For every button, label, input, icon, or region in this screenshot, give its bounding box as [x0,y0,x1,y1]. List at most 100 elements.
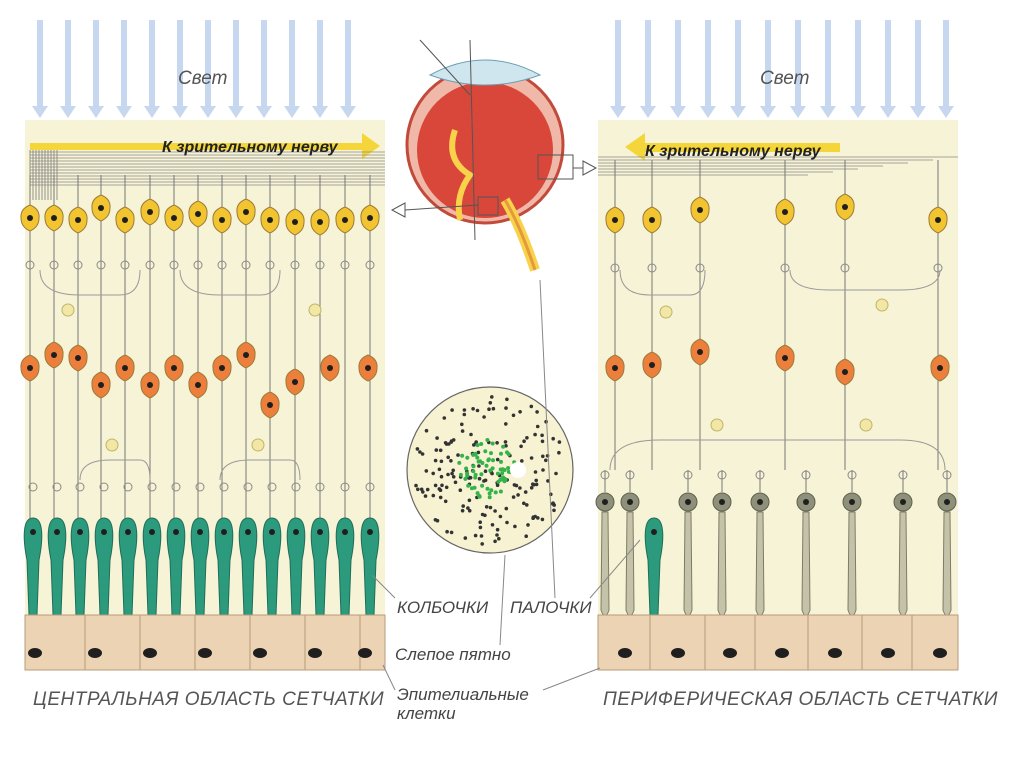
light-arrow-head [116,106,132,118]
rod-dot [450,408,454,412]
rod-dot [449,459,453,463]
bipolar-cell-nucleus [782,355,788,361]
rod-dot [453,480,458,485]
synapse-upper [120,260,130,270]
synapse-upper [241,260,251,270]
rod-nucleus [803,499,809,505]
cones-label: КОЛБОЧКИ [397,598,489,617]
rod-dot [460,508,465,513]
cone-dot [500,471,505,476]
visual-axis [469,39,476,241]
epithelium-nucleus [253,648,267,658]
rod-dot [529,404,534,409]
synapse-lower [683,470,693,480]
rod-dot [461,504,466,508]
rod-dot [466,506,470,510]
rod-dot [533,432,537,437]
synapse-upper [96,260,106,270]
synapse-lower [28,482,38,492]
rod-cell [801,511,811,617]
synapse-lower [801,470,811,480]
cone-nucleus [367,529,373,535]
bipolar-cell-nucleus [75,355,81,361]
leader-epithelium-left [382,664,396,691]
cone-dot [460,453,465,458]
light-arrow-head [760,106,776,118]
light-arrow [795,20,801,108]
rod-dot [456,453,460,457]
light-arrow [345,20,351,108]
cone-dot [458,472,463,477]
cone-dot [485,438,490,442]
light-arrow [37,20,43,108]
synapse-lower [123,482,133,492]
synapse-upper [145,260,155,270]
bipolar-cell-nucleus [122,365,128,371]
horizontal-link [39,269,141,296]
synapse-upper [933,263,943,273]
rod-dot [467,498,472,503]
rod-cell [625,511,635,617]
light-arrow [915,20,921,108]
rod-dot [440,483,444,488]
ganglion-cell-nucleus [75,217,81,223]
epithelium-nucleus [28,648,42,658]
rod-dot [478,520,483,524]
rod-dot [431,471,436,476]
bipolar-cell-nucleus [195,382,201,388]
rod-nucleus [849,499,855,505]
rod-dot [487,407,491,412]
rod-dot [534,482,539,487]
cone-nucleus [293,529,299,535]
rod-dot [446,472,450,477]
cone-dot [465,455,470,460]
cone-dot [491,458,495,463]
synapse-lower [291,482,301,492]
rod-cell [942,511,952,617]
horizontal-link [79,459,151,481]
synapse-upper [610,263,620,273]
horizontal-cell [105,438,119,452]
cone-dot [475,455,480,460]
light-arrow-head [910,106,926,118]
bipolar-cell-nucleus [98,382,104,388]
cone-dot [498,467,503,472]
rod-dot [504,444,508,448]
rod-dot [531,482,535,487]
rods-label: ПАЛОЧКИ [510,598,592,617]
rod-dot [469,432,473,437]
epithelium-nucleus [671,648,685,658]
cone-dot [501,444,506,449]
fovea-box [477,196,499,216]
rod-dot [462,408,467,412]
rod-dot [462,412,467,417]
epithelium-nucleus [933,648,947,658]
rod-dot [423,494,428,498]
rod-dot [445,529,449,534]
bipolar-cell-nucleus [649,362,655,368]
ganglion-cell-nucleus [842,204,848,210]
rod-nucleus [900,499,906,505]
rod-dot [421,490,425,494]
rod-dot [443,499,448,504]
rod-dot [467,508,472,513]
synapse-lower [315,482,325,492]
cone-dot [471,469,476,474]
rod-dot [488,505,493,510]
light-label-right: Свет [760,68,810,89]
rod-cell [898,511,908,617]
synapse-upper [169,260,179,270]
rod-dot [491,406,496,411]
synapse-lower [75,482,85,492]
cone-dot [486,457,491,462]
rod-dot [534,478,538,483]
rod-dot [525,436,529,440]
cone-nucleus [77,529,83,535]
epithelium-layer-left [24,614,386,671]
light-arrow [943,20,949,108]
optic-disc-hole [510,462,526,478]
bipolar-cell-nucleus [51,352,57,358]
bipolar-cell-nucleus [697,349,703,355]
rod-dot [525,503,529,507]
light-arrow-head [790,106,806,118]
